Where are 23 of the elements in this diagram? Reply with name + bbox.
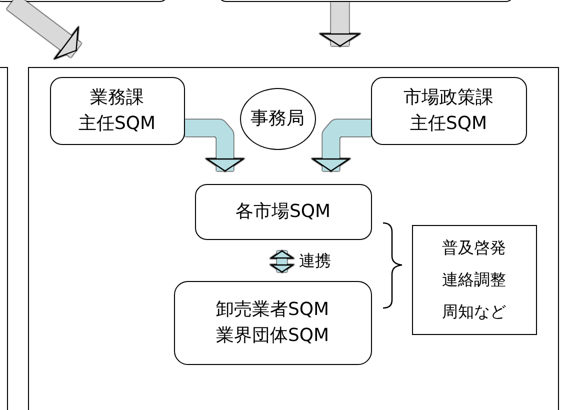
node-text: 卸売業者SQM	[216, 298, 330, 322]
arrow	[312, 120, 371, 172]
arrow	[6, 0, 82, 59]
node-text: 主任SQM	[410, 112, 488, 136]
rounded-box	[194, 184, 372, 240]
node-text: 周知など	[442, 302, 506, 322]
rounded-box	[174, 280, 372, 364]
node-text: 各市場SQM	[235, 200, 331, 224]
node-text: 主任SQM	[78, 112, 156, 136]
node-text: 連絡調整	[442, 270, 506, 290]
rounded-box	[370, 76, 526, 144]
arrow	[185, 120, 244, 172]
arrow	[270, 250, 294, 273]
edge-label: 連携	[298, 250, 332, 272]
node-text: 事務局	[250, 106, 304, 130]
node-text: 業界団体SQM	[216, 324, 330, 348]
ellipse-node	[240, 88, 316, 150]
note-box	[412, 224, 536, 334]
rounded-box	[50, 76, 184, 144]
arrow	[320, 2, 360, 47]
node-text: 普及啓発	[442, 238, 506, 258]
node-text: 業務課	[90, 86, 144, 110]
node-text: 市場政策課	[404, 86, 494, 110]
